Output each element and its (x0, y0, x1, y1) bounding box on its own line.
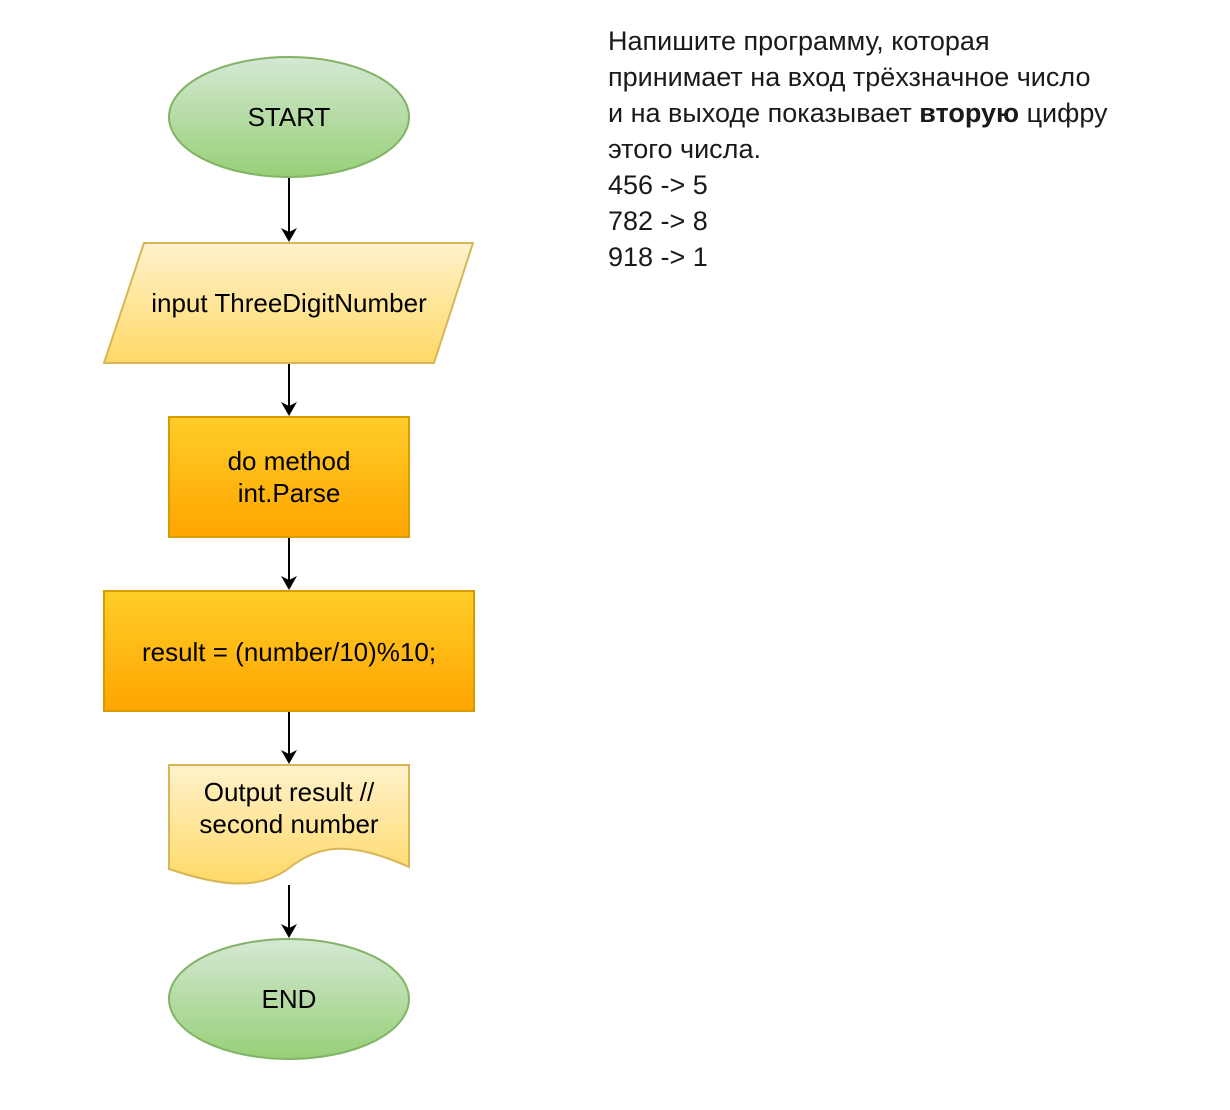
task-line-4: этого числа. (608, 134, 761, 164)
output-node: Output result // second number (168, 764, 410, 885)
flowchart: START input ThreeDigitNumber do method i… (102, 56, 475, 1060)
parse-label-line2: int.Parse (238, 478, 341, 508)
task-line-3-before: и на выходе показывает (608, 98, 920, 128)
task-line-1: Напишите программу, которая (608, 26, 990, 56)
example-1: 456 -> 5 (608, 170, 708, 200)
example-2: 782 -> 8 (608, 206, 708, 236)
compute-label: result = (number/10)%10; (142, 637, 436, 667)
compute-node: result = (number/10)%10; (103, 590, 475, 712)
output-label-line2: second number (199, 809, 379, 839)
output-label-line1: Output result // (204, 777, 375, 807)
arrowhead-input-to-parse (281, 402, 297, 416)
parse-node: do method int.Parse (168, 416, 410, 538)
end-node: END (168, 938, 410, 1060)
task-line-3-after: цифру (1019, 98, 1108, 128)
start-label: START (248, 102, 331, 132)
input-node: input ThreeDigitNumber (102, 242, 475, 364)
end-label: END (262, 984, 317, 1014)
task-line-2: принимает на вход трёхзначное число (608, 62, 1091, 92)
parse-label-line1: do method (228, 446, 351, 476)
start-node: START (168, 56, 410, 178)
arrowhead-start-to-input (281, 228, 297, 242)
task-line-3: и на выходе показывает вторую цифру (608, 95, 1208, 131)
task-line-3-bold: вторую (919, 98, 1020, 128)
input-label: input ThreeDigitNumber (151, 288, 427, 318)
task-description: Напишите программу, которая принимает на… (608, 23, 1208, 275)
arrowhead-output-to-end (281, 924, 297, 938)
arrowhead-compute-to-output (281, 750, 297, 764)
example-3: 918 -> 1 (608, 242, 708, 272)
arrowhead-parse-to-compute (281, 576, 297, 590)
